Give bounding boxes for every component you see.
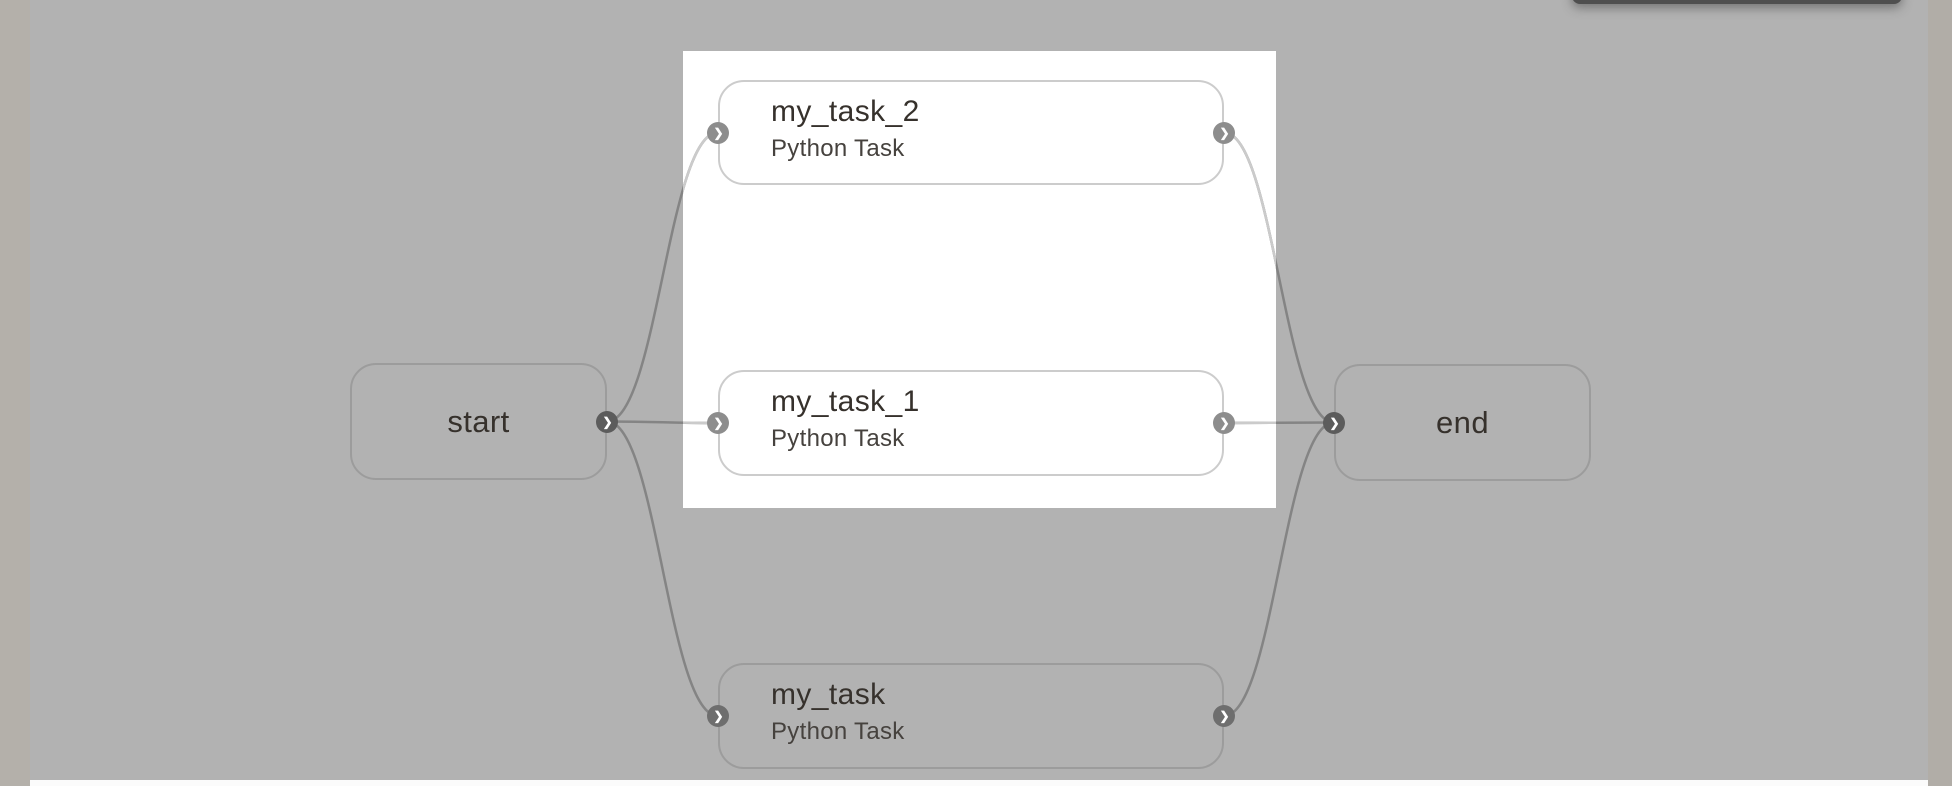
output-port-icon[interactable]: ❯	[1213, 705, 1235, 727]
task-node-my-task[interactable]: my_task Python Task ❯ ❯	[707, 663, 1235, 769]
task-type-label: Python Task	[771, 135, 905, 162]
task-node-my-task-1[interactable]: my_task_1 Python Task ❯ ❯	[707, 370, 1235, 476]
cropped-toolbar-fragment[interactable]	[1572, 0, 1902, 4]
edge-my_task_1-to-end	[1222, 421, 1276, 425]
edge-my_task_2-to-end	[1222, 131, 1276, 270]
edge-my_task_2-to-end	[1222, 131, 1336, 424]
canvas-left-margin-strip	[0, 0, 30, 786]
edge-my_task-to-end	[1222, 421, 1336, 718]
output-port-icon[interactable]: ❯	[1213, 412, 1235, 434]
input-port-icon[interactable]: ❯	[707, 121, 729, 144]
node-end[interactable]: end ❯	[1323, 364, 1591, 481]
edge-start-to-my_task_2	[605, 131, 720, 423]
input-port-icon[interactable]: ❯	[707, 705, 729, 727]
output-port-icon[interactable]: ❯	[596, 410, 618, 433]
task-node-my-task-2[interactable]: my_task_2 Python Task ❯ ❯	[707, 80, 1235, 185]
input-port-icon[interactable]: ❯	[1323, 411, 1345, 434]
task-title: my_task_2	[771, 95, 920, 128]
node-end-label: end	[1436, 404, 1489, 440]
canvas-right-margin-strip	[1928, 0, 1952, 786]
output-port-icon[interactable]: ❯	[1213, 121, 1235, 144]
task-type-label: Python Task	[771, 425, 905, 452]
edge-start-to-my_task	[605, 420, 720, 718]
edge-start-to-my_task_2	[683, 131, 720, 195]
task-title: my_task_1	[771, 385, 920, 418]
edge-start-to-my_task_1	[683, 421, 720, 425]
task-title: my_task	[771, 678, 886, 711]
node-start[interactable]: start ❯	[350, 363, 618, 480]
input-port-icon[interactable]: ❯	[707, 412, 729, 434]
node-start-label: start	[447, 403, 510, 439]
task-type-label: Python Task	[771, 718, 905, 745]
canvas-bottom-strip	[30, 780, 1928, 786]
